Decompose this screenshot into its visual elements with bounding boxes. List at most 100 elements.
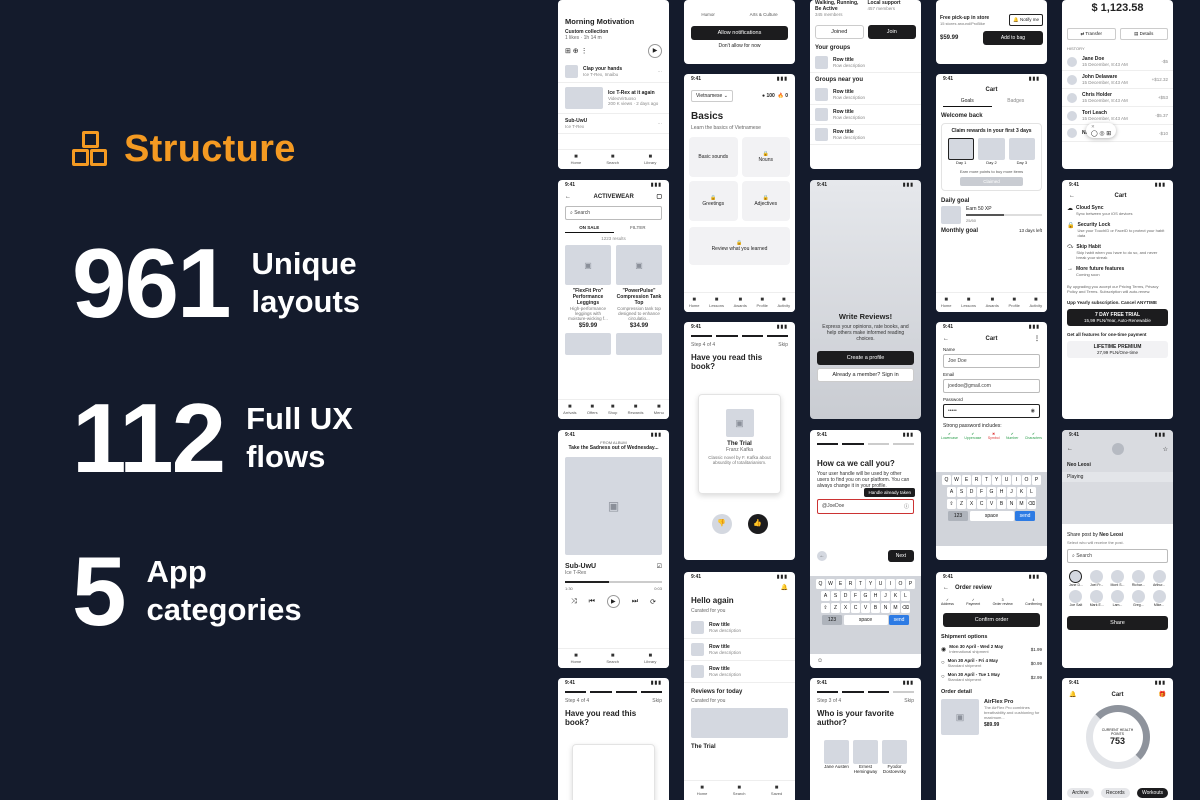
- confirm-order-button[interactable]: Confirm order: [943, 613, 1040, 627]
- add-to-bag-button[interactable]: Add to bag: [982, 31, 1043, 45]
- tab-records[interactable]: Records: [1101, 788, 1130, 798]
- radio-icon[interactable]: ○: [941, 660, 945, 666]
- back-icon[interactable]: ←: [1069, 193, 1075, 199]
- nav-home[interactable]: Home: [689, 297, 700, 308]
- password-field[interactable]: •••••◉: [943, 404, 1040, 418]
- nav-library[interactable]: Library: [644, 653, 656, 664]
- more-icon[interactable]: ⋮: [1033, 336, 1040, 342]
- back-icon[interactable]: ←: [943, 585, 949, 591]
- back-icon[interactable]: ←: [565, 193, 571, 200]
- day-tile[interactable]: Day 2: [978, 138, 1005, 165]
- nav-awards[interactable]: Awards: [734, 297, 747, 308]
- deny-link[interactable]: Don't allow for now: [718, 43, 761, 49]
- back-icon[interactable]: ←: [943, 335, 949, 342]
- next-icon[interactable]: ⏭: [631, 597, 639, 605]
- person-item[interactable]: Joel Fr...: [1088, 570, 1106, 587]
- nav-menu[interactable]: Menu: [654, 404, 664, 415]
- transaction-row[interactable]: Na-$10 ✕ ◯ ◎ ⊞: [1062, 123, 1173, 142]
- tile-adjectives[interactable]: 🔒Adjectives: [741, 181, 790, 221]
- tab-on-sale[interactable]: ON SALE: [565, 225, 614, 233]
- language-select[interactable]: Vietnamese ⌄: [691, 90, 733, 102]
- name-field[interactable]: Joe Doe: [943, 354, 1040, 368]
- book-card[interactable]: [572, 744, 655, 800]
- person-item[interactable]: Joe Salt: [1067, 590, 1085, 607]
- back-icon[interactable]: ←: [1067, 446, 1073, 452]
- tab-goals[interactable]: Goals: [943, 98, 992, 107]
- nav-profile[interactable]: Profile: [1009, 297, 1020, 308]
- shuffle-icon[interactable]: ⤨: [570, 597, 577, 605]
- person-item[interactable]: Jane D...: [1067, 570, 1085, 587]
- nav-awards[interactable]: Awards: [986, 297, 999, 308]
- tab-archive[interactable]: Archive: [1067, 788, 1094, 798]
- tab-badges[interactable]: Badges: [1007, 98, 1025, 104]
- next-button[interactable]: Next: [887, 550, 914, 562]
- nav-saved[interactable]: Saved: [771, 785, 782, 796]
- nav-library[interactable]: Library: [644, 154, 656, 165]
- nav-lessons[interactable]: Lessons: [961, 297, 976, 308]
- share-button[interactable]: Share: [1067, 616, 1168, 630]
- bell-icon[interactable]: 🔔: [780, 585, 788, 591]
- bag-icon[interactable]: ▢: [656, 194, 662, 200]
- person-item[interactable]: Mike...: [1150, 590, 1168, 607]
- gift-icon[interactable]: 🎁: [1158, 692, 1166, 698]
- review-tile[interactable]: 🔒Review what you learned: [689, 227, 790, 265]
- nav-search[interactable]: Search: [606, 154, 619, 165]
- product-card[interactable]: ▣ "FlexFit Pro" Performance Leggings Hig…: [565, 245, 611, 329]
- skip-link[interactable]: Skip: [904, 698, 914, 704]
- email-field[interactable]: joedoe@gmail.com: [943, 379, 1040, 393]
- book-card[interactable]: ▣ The Trial Franz Kafka Classic novel by…: [698, 394, 781, 494]
- claimed-button[interactable]: Claimed: [960, 177, 1023, 186]
- progress-track[interactable]: [565, 581, 662, 583]
- nav-arrivals[interactable]: Arrivals: [563, 404, 576, 415]
- nav-search[interactable]: Search: [606, 653, 619, 664]
- play-icon[interactable]: ▶: [606, 595, 620, 608]
- radio-icon[interactable]: ○: [941, 674, 945, 680]
- transfer-button[interactable]: ⇄ Transfer: [1067, 28, 1116, 40]
- person-item[interactable]: Greg...: [1129, 590, 1147, 607]
- thumbs-down-icon[interactable]: 👎: [711, 514, 732, 534]
- person-item[interactable]: Richar...: [1129, 570, 1147, 587]
- back-icon[interactable]: ←: [817, 551, 827, 561]
- tab-filter[interactable]: FILTER: [630, 225, 646, 230]
- nav-activity[interactable]: Activity: [1030, 297, 1043, 308]
- eye-icon[interactable]: ◉: [1030, 408, 1035, 414]
- more-icon[interactable]: ⋯: [657, 68, 663, 74]
- person-item[interactable]: Mont S...: [1109, 570, 1127, 587]
- skip-link[interactable]: Skip: [652, 698, 662, 704]
- nav-search[interactable]: Search: [733, 785, 746, 796]
- bell-icon[interactable]: 🔔: [1069, 692, 1077, 698]
- play-icon[interactable]: ▶: [648, 44, 662, 58]
- nav-home[interactable]: Home: [571, 653, 582, 664]
- nav-home[interactable]: Home: [697, 785, 708, 796]
- author-card[interactable]: Fyodor Dostoevsky: [882, 740, 907, 774]
- day-tile[interactable]: Day 1: [948, 138, 975, 165]
- tile-nouns[interactable]: 🔒Nouns: [741, 137, 790, 177]
- skip-link[interactable]: Skip: [778, 342, 788, 348]
- group-card[interactable]: Walking, Running, Be Active 345 members …: [815, 0, 864, 39]
- join-button[interactable]: Join: [867, 25, 916, 39]
- nav-activity[interactable]: Activity: [778, 297, 791, 308]
- author-card[interactable]: Ernest Hemingway: [853, 740, 878, 774]
- product-card[interactable]: ▣ "PowerPulse" Compression Tank Top Comp…: [616, 245, 662, 329]
- sign-in-button[interactable]: Already a member? Sign in: [817, 368, 914, 382]
- person-item[interactable]: Lam...: [1109, 590, 1127, 607]
- radio-selected-icon[interactable]: ◉: [941, 646, 947, 653]
- details-button[interactable]: ▤ Details: [1119, 28, 1168, 40]
